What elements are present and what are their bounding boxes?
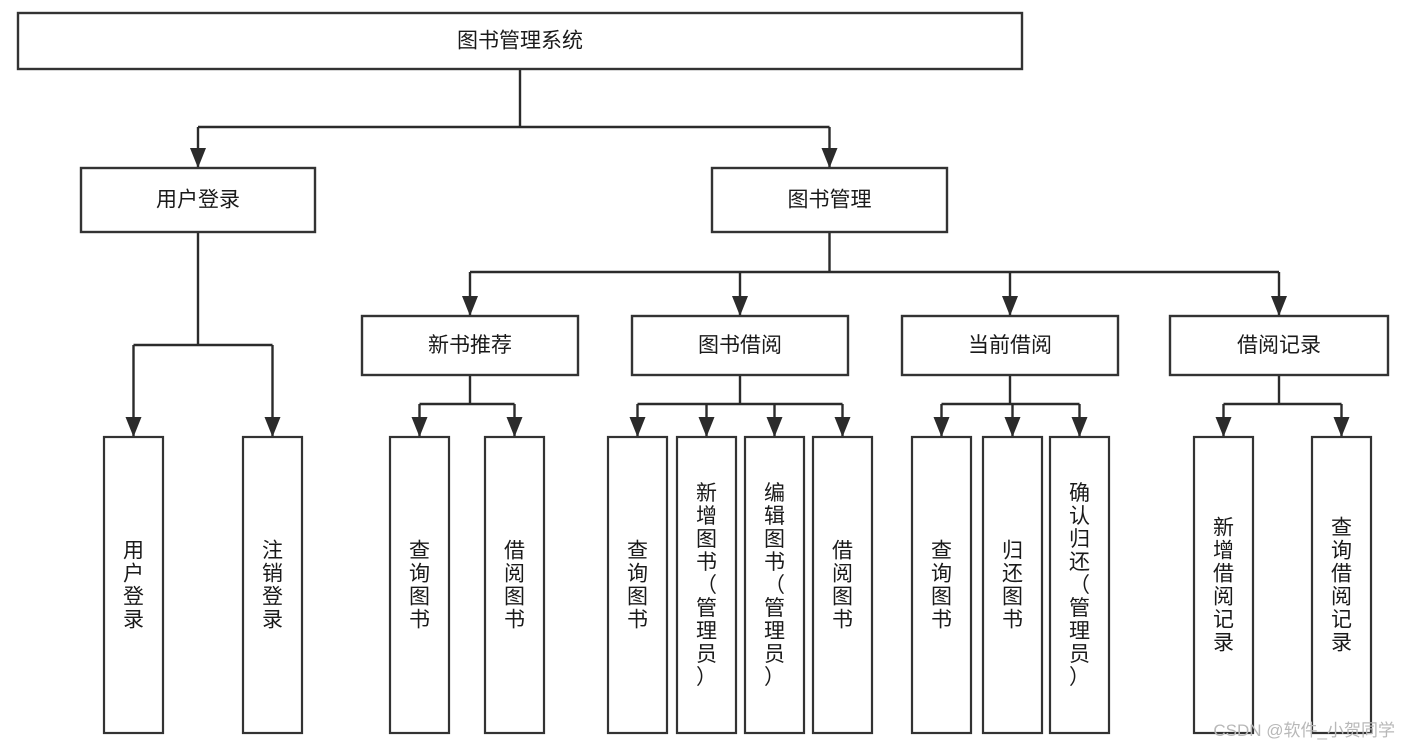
node-leaf-return-book-rect <box>981 435 1044 735</box>
node-leaf-add-book-rect <box>675 435 738 735</box>
node-leaf-add-book-label: 新增图书（管理员） <box>696 482 717 689</box>
node-user-login-rect <box>79 166 317 234</box>
node-book-borrow-label: 图书借阅 <box>698 334 782 357</box>
node-book-borrow-rect <box>630 314 850 377</box>
arrow-head-icon <box>190 148 206 168</box>
arrow-head-icon <box>1271 296 1287 316</box>
node-boxes: 图书管理系统用户登录图书管理新书推荐图书借阅当前借阅借阅记录用户登录注销登录查询… <box>16 11 1390 735</box>
arrow-head-icon <box>462 296 478 316</box>
node-borrow-record-label: 借阅记录 <box>1237 334 1321 357</box>
node-leaf-query-record-rect <box>1310 435 1373 735</box>
arrow-head-icon <box>506 417 523 437</box>
node-current-borrow-label: 当前借阅 <box>968 334 1052 357</box>
node-leaf-edit-book[interactable]: 编辑图书（管理员） <box>743 435 806 735</box>
node-system-title-rect <box>16 11 1024 71</box>
node-leaf-borrow-book-2[interactable]: 借阅图书 <box>811 435 874 735</box>
node-leaf-borrow-book-1-label: 借阅图书 <box>504 539 525 631</box>
node-leaf-add-record-label: 新增借阅记录 <box>1213 516 1234 654</box>
node-book-management-rect <box>710 166 949 234</box>
node-system-title[interactable]: 图书管理系统 <box>16 11 1024 71</box>
node-leaf-user-login-rect <box>102 435 165 735</box>
node-leaf-borrow-book-1-rect <box>483 435 546 735</box>
node-book-management-label: 图书管理 <box>788 189 872 212</box>
node-leaf-confirm-return[interactable]: 确认归还（管理员） <box>1048 435 1111 735</box>
arrow-head-icon <box>732 296 748 316</box>
node-user-login[interactable]: 用户登录 <box>79 166 317 234</box>
node-user-login-label: 用户登录 <box>156 189 240 212</box>
node-leaf-query-book-2-rect <box>606 435 669 735</box>
node-leaf-logout[interactable]: 注销登录 <box>241 435 304 735</box>
node-book-management[interactable]: 图书管理 <box>710 166 949 234</box>
node-leaf-edit-book-label: 编辑图书（管理员） <box>764 482 785 689</box>
arrow-head-icon <box>834 417 851 437</box>
node-new-book-recommend-rect <box>360 314 580 377</box>
node-leaf-query-book-1-rect <box>388 435 451 735</box>
node-leaf-edit-book-rect <box>743 435 806 735</box>
arrow-head-icon <box>1002 296 1018 316</box>
arrow-head-icon <box>629 417 646 437</box>
node-leaf-query-book-1[interactable]: 查询图书 <box>388 435 451 735</box>
arrow-head-icon <box>264 417 281 437</box>
node-leaf-add-record-rect <box>1192 435 1255 735</box>
node-leaf-logout-label: 注销登录 <box>262 539 283 631</box>
arrow-head-icon <box>411 417 428 437</box>
node-current-borrow[interactable]: 当前借阅 <box>900 314 1120 377</box>
node-leaf-query-record-label: 查询借阅记录 <box>1331 516 1352 654</box>
node-leaf-user-login[interactable]: 用户登录 <box>102 435 165 735</box>
node-leaf-add-book[interactable]: 新增图书（管理员） <box>675 435 738 735</box>
node-leaf-query-book-1-label: 查询图书 <box>409 539 430 631</box>
node-leaf-query-book-3-label: 查询图书 <box>931 539 952 631</box>
node-borrow-record[interactable]: 借阅记录 <box>1168 314 1390 377</box>
arrow-head-icon <box>821 148 838 168</box>
node-leaf-borrow-book-1[interactable]: 借阅图书 <box>483 435 546 735</box>
node-current-borrow-rect <box>900 314 1120 377</box>
node-leaf-add-record[interactable]: 新增借阅记录 <box>1192 435 1255 735</box>
node-new-book-recommend[interactable]: 新书推荐 <box>360 314 580 377</box>
arrow-head-icon <box>766 417 783 437</box>
arrow-head-icon <box>1071 417 1088 437</box>
node-system-title-label: 图书管理系统 <box>457 30 583 53</box>
arrow-head-icon <box>933 417 950 437</box>
node-leaf-return-book[interactable]: 归还图书 <box>981 435 1044 735</box>
arrow-head-icon <box>1333 417 1350 437</box>
arrow-head-icon <box>125 417 142 437</box>
arrow-head-icon <box>698 417 715 437</box>
node-leaf-query-book-2[interactable]: 查询图书 <box>606 435 669 735</box>
node-leaf-confirm-return-rect <box>1048 435 1111 735</box>
node-leaf-borrow-book-2-label: 借阅图书 <box>832 539 853 631</box>
node-leaf-query-book-3[interactable]: 查询图书 <box>910 435 973 735</box>
node-book-borrow[interactable]: 图书借阅 <box>630 314 850 377</box>
connector-lines <box>125 69 1350 437</box>
node-leaf-query-record[interactable]: 查询借阅记录 <box>1310 435 1373 735</box>
node-borrow-record-rect <box>1168 314 1390 377</box>
node-new-book-recommend-label: 新书推荐 <box>428 334 512 357</box>
node-leaf-query-book-2-label: 查询图书 <box>627 539 648 631</box>
node-leaf-logout-rect <box>241 435 304 735</box>
node-leaf-user-login-label: 用户登录 <box>123 539 144 631</box>
arrow-head-icon <box>1004 417 1021 437</box>
node-leaf-query-book-3-rect <box>910 435 973 735</box>
node-leaf-return-book-label: 归还图书 <box>1002 539 1023 631</box>
node-leaf-confirm-return-label: 确认归还（管理员） <box>1069 482 1090 689</box>
node-leaf-borrow-book-2-rect <box>811 435 874 735</box>
arrow-head-icon <box>1215 417 1232 437</box>
